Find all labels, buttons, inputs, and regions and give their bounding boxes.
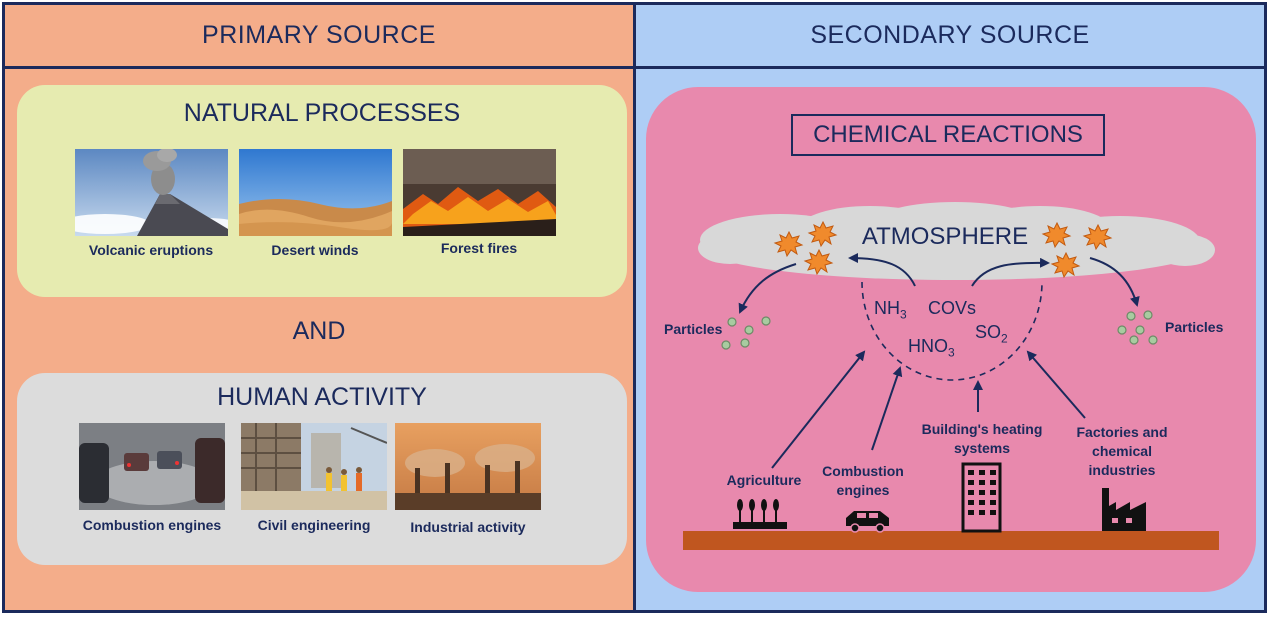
arrow-from-agriculture xyxy=(771,350,866,469)
arrow-from-factories xyxy=(1026,350,1086,419)
arrow-to-right-stars xyxy=(971,257,1050,287)
star-icon xyxy=(773,230,804,258)
arrow-to-right-particles xyxy=(1089,257,1140,307)
agriculture-icon xyxy=(733,499,787,529)
particles-left-dots xyxy=(721,316,771,350)
human-activity-title: HUMAN ACTIVITY xyxy=(217,383,427,411)
human-activity-box: HUMAN ACTIVITY Combustion engines xyxy=(17,373,627,565)
hno3-label: HNO3 xyxy=(908,336,955,360)
arrow-to-left-stars xyxy=(848,253,916,287)
factory-icon xyxy=(1102,488,1146,531)
star-icon xyxy=(1041,221,1072,249)
star-icon xyxy=(807,220,838,248)
chemical-reactions-title: CHEMICAL REACTIONS xyxy=(791,114,1105,156)
covs-label: COVs xyxy=(928,298,977,318)
ground-bar xyxy=(683,531,1219,550)
caption-combustion-engines: Combustion engines xyxy=(82,517,222,533)
particles-right-dots xyxy=(1117,310,1158,345)
agriculture-label: Agriculture xyxy=(726,472,802,488)
construction-photo xyxy=(241,423,387,510)
dashed-reaction-arc xyxy=(861,281,1043,381)
caption-forest-fires: Forest fires xyxy=(440,240,518,256)
atmosphere-label: ATMOSPHERE xyxy=(861,223,1029,250)
particles-label-right: Particles xyxy=(1165,319,1224,335)
volcano-photo xyxy=(75,149,228,236)
so2-label: SO2 xyxy=(975,322,1008,346)
primary-source-panel: PRIMARY SOURCE NATURAL PROCESSES Volcani… xyxy=(2,2,636,613)
industry-photo xyxy=(395,423,541,510)
desert-photo xyxy=(239,149,392,236)
star-icon xyxy=(1050,251,1081,279)
caption-civil-engineering: Civil engineering xyxy=(257,517,371,533)
and-label: AND xyxy=(292,317,346,345)
secondary-source-header: SECONDARY SOURCE xyxy=(636,5,1264,69)
nh3-label: NH3 xyxy=(874,298,907,322)
arrow-from-combustion xyxy=(871,366,903,451)
heating-systems-label: Building's heating systems xyxy=(921,421,1043,456)
primary-source-header: PRIMARY SOURCE xyxy=(5,5,633,69)
traffic-photo xyxy=(79,423,225,510)
caption-desert-winds: Desert winds xyxy=(271,242,359,258)
reaction-star-icons xyxy=(773,220,1113,279)
car-icon xyxy=(846,511,889,533)
caption-industrial-activity: Industrial activity xyxy=(410,519,526,535)
combustion-engines-label: Combustion engines xyxy=(822,463,904,498)
arrow-to-left-particles xyxy=(738,263,797,314)
star-icon xyxy=(1082,223,1113,251)
natural-processes-box: NATURAL PROCESSES Volcanic eruptions xyxy=(17,85,627,297)
factories-label: Factories and chemical industries xyxy=(1076,424,1168,478)
forest-fire-photo xyxy=(403,149,556,236)
caption-volcanic-eruptions: Volcanic eruptions xyxy=(88,242,214,258)
particles-label-left: Particles xyxy=(664,321,723,337)
star-icon xyxy=(803,248,834,276)
natural-processes-title: NATURAL PROCESSES xyxy=(183,99,461,127)
building-icon xyxy=(961,462,1002,533)
